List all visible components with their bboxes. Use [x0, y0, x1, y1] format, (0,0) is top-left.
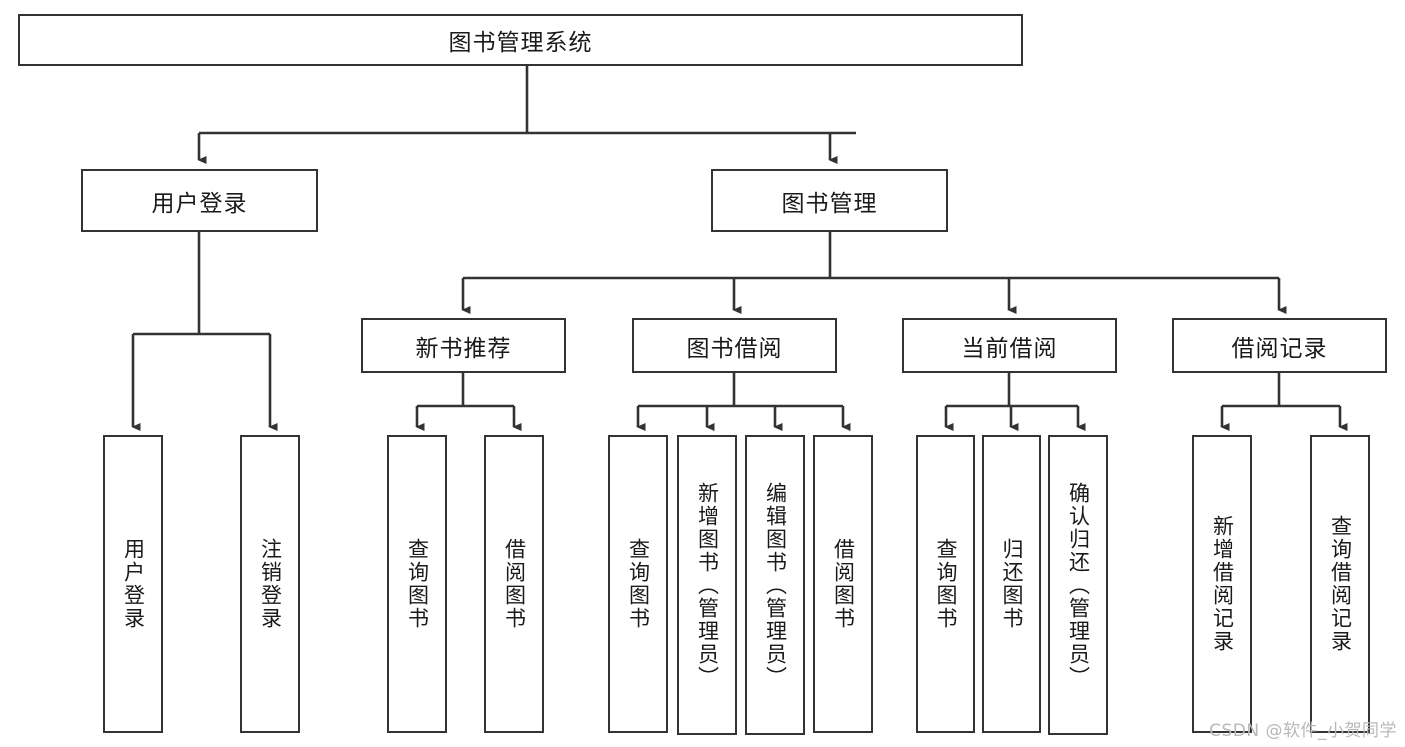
node-root[interactable]: 图书管理系统: [18, 14, 1023, 66]
leaf-label: 查询图书: [405, 538, 430, 630]
leaf-node[interactable]: 新增借阅记录: [1192, 435, 1252, 733]
leaf-node[interactable]: 归还图书: [982, 435, 1041, 733]
leaf-node[interactable]: 新增图书（管理员）: [677, 435, 737, 735]
csdn-watermark: CSDN @软件_小贺同学: [1209, 721, 1397, 741]
leaf-label: 新增图书（管理员）: [695, 481, 720, 689]
node-borrow-record[interactable]: 借阅记录: [1172, 318, 1387, 373]
leaf-node[interactable]: 查询图书: [387, 435, 447, 733]
leaf-label: 查询图书: [934, 538, 958, 630]
node-user-login[interactable]: 用户登录: [81, 169, 318, 232]
leaf-label: 查询借阅记录: [1328, 515, 1353, 653]
leaf-node[interactable]: 编辑图书（管理员）: [745, 435, 805, 735]
leaf-label: 编辑图书（管理员）: [763, 481, 788, 689]
leaf-label: 新增借阅记录: [1210, 515, 1235, 653]
leaf-node[interactable]: 用户登录: [103, 435, 163, 733]
node-book-borrow[interactable]: 图书借阅: [632, 318, 837, 373]
leaf-node[interactable]: 确认归还（管理员）: [1048, 435, 1108, 735]
leaf-node[interactable]: 注销登录: [240, 435, 300, 733]
leaf-label: 借阅图书: [831, 538, 856, 630]
leaf-node[interactable]: 查询图书: [608, 435, 668, 733]
node-book-management[interactable]: 图书管理: [711, 169, 948, 232]
node-new-book-recommend[interactable]: 新书推荐: [361, 318, 566, 373]
leaf-label: 借阅图书: [502, 538, 527, 630]
leaf-label: 确认归还（管理员）: [1066, 481, 1091, 689]
leaf-node[interactable]: 查询图书: [916, 435, 975, 733]
leaf-node[interactable]: 借阅图书: [813, 435, 873, 733]
leaf-label: 用户登录: [121, 538, 146, 630]
leaf-node[interactable]: 借阅图书: [484, 435, 544, 733]
node-current-borrow[interactable]: 当前借阅: [902, 318, 1117, 373]
leaf-label: 注销登录: [258, 538, 283, 630]
leaf-label: 查询图书: [626, 538, 651, 630]
leaf-label: 归还图书: [1000, 538, 1024, 630]
leaf-node[interactable]: 查询借阅记录: [1310, 435, 1370, 733]
